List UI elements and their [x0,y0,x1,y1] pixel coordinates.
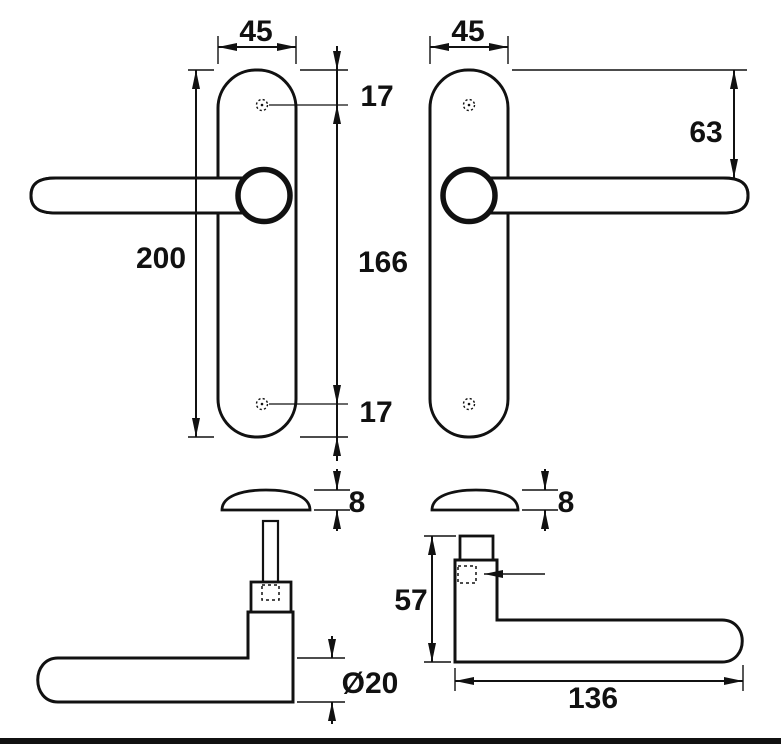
dim-label-d20: Ø20 [342,667,399,700]
dim-label-200: 200 [136,242,186,275]
right-handle-neck [458,534,495,562]
left-plate-outline [216,68,298,439]
dim-label-8-right: 8 [558,486,575,519]
right-plate-outline [428,68,510,439]
right-handle-boss [440,166,498,225]
right-handle-grip [453,558,744,664]
right-screw-hole-bottom-icon [462,397,476,411]
left-screw-hole-top-icon [255,98,269,112]
dim-label-45-right: 45 [451,15,484,48]
left-handle-boss [235,166,293,225]
dim-label-45-left: 45 [239,15,272,48]
left-screw-hole-bottom-icon [255,397,269,411]
left-spindle-hole-hidden [261,584,280,601]
left-handle-neck [249,580,293,614]
left-handle-grip [36,610,295,704]
dim-label-166: 166 [358,246,408,279]
dim-label-57: 57 [394,584,427,617]
left-spindle [261,519,280,584]
dim-label-136: 136 [568,682,618,715]
right-screw-hole-top-icon [462,98,476,112]
right-handle-side-view [453,534,744,664]
right-plate-front-view [428,68,750,439]
bottom-border [0,738,781,744]
dim-label-63: 63 [689,116,722,149]
left-lever-handle-overlay [29,176,266,215]
dim-label-17-top: 17 [360,80,393,113]
left-handle-side-view [36,519,295,704]
right-lever-handle-overlay [472,176,750,215]
dimension-annotations [188,36,747,724]
right-plate-side-view [430,488,520,512]
right-spindle-hole-hidden [457,565,477,584]
left-plate-front-view [29,68,298,439]
dim-label-17-bottom: 17 [359,396,392,429]
left-plate-side-view [220,488,312,512]
dim-label-8-left: 8 [349,486,366,519]
